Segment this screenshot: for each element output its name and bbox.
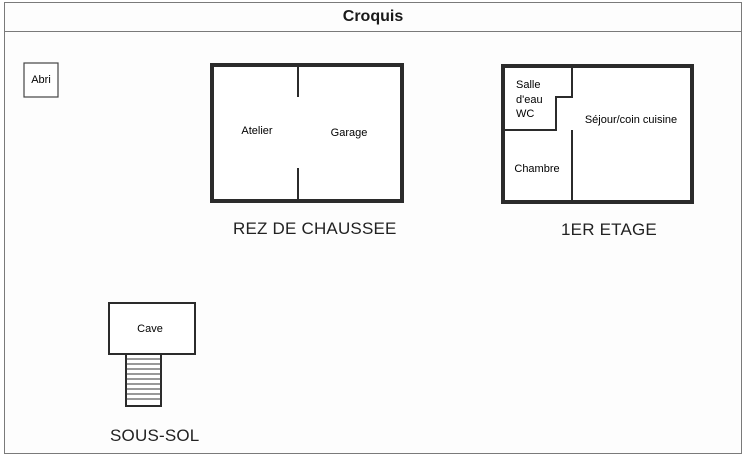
staircase-outline (125, 353, 162, 407)
annex-abri: Abri (23, 62, 59, 98)
room-atelier-label: Atelier (241, 125, 273, 137)
first-floor-label: 1ER ETAGE (561, 220, 657, 239)
annex-label: Abri (31, 74, 51, 86)
basement-staircase (125, 353, 162, 407)
room-living-label: Séjour/coin cuisine (585, 114, 677, 126)
room-cave-label: Cave (137, 323, 163, 335)
basement-plan: Cave (108, 302, 196, 407)
room-bathroom-line3: WC (516, 108, 534, 120)
sketch-title: Croquis (5, 3, 741, 32)
annex-outline (23, 62, 59, 98)
room-bedroom-label: Chambre (514, 163, 559, 175)
room-garage-label: Garage (331, 127, 368, 139)
first-floor-outline (501, 64, 694, 204)
ground-floor-outline (210, 63, 404, 203)
bathroom-partition (503, 66, 573, 131)
room-bathroom-line1: Salle (516, 79, 540, 91)
ground-floor-plan: Atelier Garage (210, 63, 404, 203)
first-floor-plan: Salle d'eau WC Chambre Séjour/coin cuisi… (501, 64, 694, 204)
room-bathroom-line2: d'eau (516, 94, 543, 106)
basement-label: SOUS-SOL (110, 426, 200, 445)
ground-floor-label: REZ DE CHAUSSEE (233, 219, 397, 238)
